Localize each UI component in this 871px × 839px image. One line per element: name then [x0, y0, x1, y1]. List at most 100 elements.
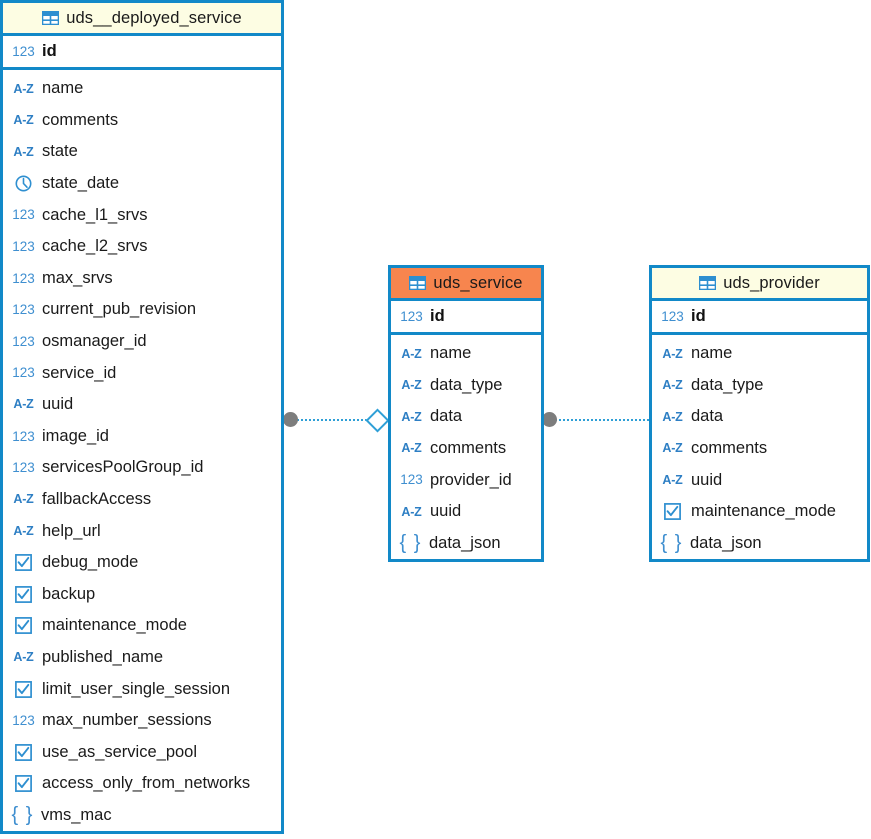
entity-header[interactable]: uds__deployed_service	[3, 3, 281, 36]
field-row[interactable]: debug_mode	[3, 547, 281, 579]
json-type-icon: { }	[399, 532, 422, 555]
entity-title: uds_provider	[723, 273, 820, 292]
field-name: debug_mode	[42, 553, 139, 572]
numeric-type-icon: 123	[400, 308, 423, 324]
field-row[interactable]: A-Z name	[652, 338, 867, 370]
datetime-type-icon	[12, 175, 35, 192]
relationship-endpoint-circle	[283, 412, 298, 427]
field-row[interactable]: maintenance_mode	[652, 496, 867, 528]
checkbox-type-icon	[12, 775, 35, 793]
field-name: limit_user_single_session	[42, 679, 231, 698]
text-type-icon: A-Z	[13, 397, 34, 412]
json-type-icon: { }	[11, 804, 34, 827]
primary-key-name: id	[691, 307, 706, 325]
field-row[interactable]: A-Z comments	[3, 105, 281, 137]
field-row[interactable]: { } vms_mac	[3, 800, 281, 832]
text-type-icon: A-Z	[13, 492, 34, 507]
text-type-icon: A-Z	[13, 144, 34, 159]
text-type-icon: A-Z	[401, 441, 422, 456]
text-type-icon: A-Z	[662, 346, 683, 361]
numeric-type-icon: 123	[12, 460, 35, 476]
numeric-type-icon: 123	[12, 302, 35, 318]
field-row[interactable]: use_as_service_pool	[3, 736, 281, 768]
text-type-icon: A-Z	[401, 378, 422, 393]
field-name: uuid	[42, 395, 74, 414]
table-icon	[42, 11, 60, 25]
field-row[interactable]: maintenance_mode	[3, 610, 281, 642]
field-row[interactable]: { }data_json	[652, 528, 867, 560]
text-type-icon: A-Z	[401, 346, 422, 361]
field-row[interactable]: A-Z help_url	[3, 515, 281, 547]
field-row[interactable]: 123 max_number_sessions	[3, 705, 281, 737]
field-row[interactable]: A-Z uuid	[3, 389, 281, 421]
relationship-endpoint-diamond	[365, 408, 390, 433]
field-name: service_id	[42, 363, 117, 382]
field-row[interactable]: access_only_from_networks	[3, 768, 281, 800]
primary-key-name: id	[430, 307, 445, 325]
entity-header[interactable]: uds_service	[391, 268, 541, 301]
field-name: data	[430, 407, 463, 426]
text-type-icon: A-Z	[13, 81, 34, 96]
checkbox-type-icon	[12, 554, 35, 572]
field-row[interactable]: A-Z comments	[391, 433, 541, 465]
text-type-icon: A-Z	[13, 113, 34, 128]
field-row[interactable]: { }data_json	[391, 528, 541, 560]
field-name: max_number_sessions	[42, 711, 212, 730]
primary-key-row[interactable]: 123 id	[652, 301, 867, 335]
numeric-type-icon: 123	[12, 333, 35, 349]
field-row[interactable]: backup	[3, 579, 281, 611]
relationship-line	[290, 419, 378, 421]
entity-header[interactable]: uds_provider	[652, 268, 867, 301]
field-name: cache_l2_srvs	[42, 237, 148, 256]
field-name: vms_mac	[41, 805, 112, 824]
field-row[interactable]: state_date	[3, 168, 281, 200]
field-name: use_as_service_pool	[42, 742, 198, 761]
text-type-icon: A-Z	[662, 378, 683, 393]
relationship-line	[550, 419, 649, 421]
numeric-type-icon: 123	[12, 43, 35, 59]
text-type-icon: A-Z	[13, 523, 34, 538]
text-type-icon: A-Z	[401, 409, 422, 424]
text-type-icon: A-Z	[401, 504, 422, 519]
text-type-icon: A-Z	[13, 650, 34, 665]
field-row[interactable]: A-Z data	[391, 401, 541, 433]
field-name: name	[691, 344, 733, 363]
field-name: comments	[430, 439, 507, 458]
numeric-type-icon: 123	[12, 712, 35, 728]
field-name: cache_l1_srvs	[42, 205, 148, 224]
primary-key-row[interactable]: 123 id	[391, 301, 541, 335]
primary-key-row[interactable]: 123 id	[3, 36, 281, 70]
field-name: provider_id	[430, 470, 512, 489]
field-name: max_srvs	[42, 268, 113, 287]
field-name: servicesPoolGroup_id	[42, 458, 204, 477]
text-type-icon: A-Z	[662, 472, 683, 487]
field-row[interactable]: limit_user_single_session	[3, 673, 281, 705]
field-name: comments	[42, 110, 119, 129]
field-name: help_url	[42, 521, 101, 540]
field-row[interactable]: 123 servicesPoolGroup_id	[3, 452, 281, 484]
